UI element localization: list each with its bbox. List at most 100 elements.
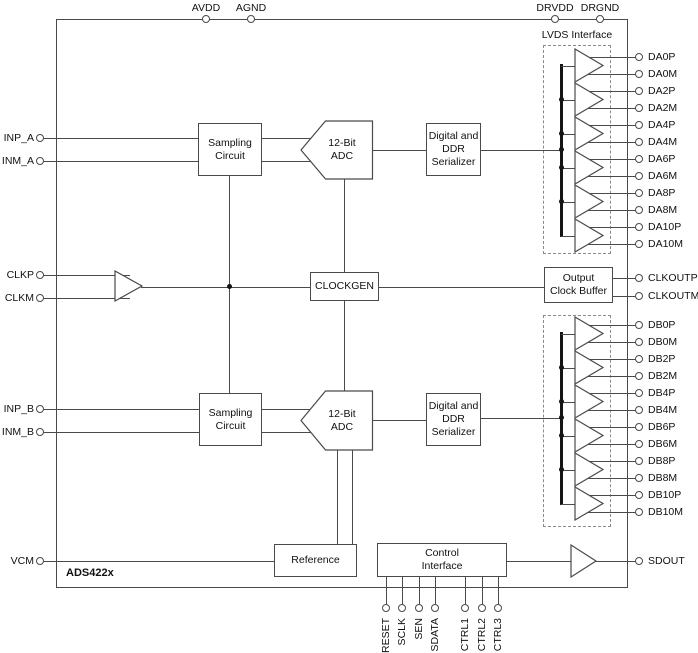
wire [578, 444, 636, 446]
lvds-buffer-icon [574, 383, 605, 420]
wire [507, 560, 575, 562]
pin-circle-drvdd [551, 15, 559, 23]
wire [578, 142, 636, 144]
pin-circle-da8p [635, 189, 643, 197]
junction-dot [558, 365, 564, 370]
pin-circle-da8m [635, 206, 643, 214]
chip-name-label: ADS422x [66, 567, 114, 579]
wire [262, 160, 332, 162]
pin-label-sdata: SDATA [429, 618, 441, 652]
wire [578, 244, 636, 246]
pin-label-inp_b: INP_B [3, 403, 34, 415]
pin-circle-db10p [635, 491, 643, 499]
pin-circle-db2m [635, 372, 643, 380]
wire [578, 393, 636, 395]
adc-b-label: 12-Bit ADC [328, 408, 356, 433]
wire [578, 176, 636, 178]
pin-circle-da10m [635, 240, 643, 248]
wire [337, 450, 339, 544]
lvds-buffer-icon [574, 183, 605, 220]
chip-outline [56, 19, 628, 588]
junction-dot [226, 284, 232, 289]
lvds-buffer-icon [574, 217, 605, 254]
pin-label-da0p: DA0P [648, 51, 676, 63]
pin-circle-da10p [635, 223, 643, 231]
pin-circle-drgnd [596, 15, 604, 23]
wire [43, 275, 130, 277]
pin-circle-inp_a [36, 134, 44, 142]
wire [43, 432, 199, 434]
pin-label-inp_a: INP_A [3, 132, 34, 144]
pin-label-da4p: DA4P [648, 119, 676, 131]
pin-label-da8m: DA8M [648, 204, 678, 216]
pin-circle-clkoutm [635, 291, 643, 300]
pin-label-sdout: SDOUT [648, 554, 685, 567]
wire [578, 210, 636, 212]
lvds-buffer-icon [574, 485, 605, 522]
wire [578, 427, 636, 429]
pin-label-db10m: DB10M [648, 506, 684, 518]
pin-label-db2m: DB2M [648, 370, 678, 382]
pin-label-db8m: DB8M [648, 472, 678, 484]
pin-circle-inp_b [36, 405, 44, 413]
pin-label-avdd: AVDD [191, 2, 221, 14]
serializer-a-block: Digital and DDR Serializer [426, 123, 481, 176]
pin-label-da6p: DA6P [648, 153, 676, 165]
wire [561, 503, 576, 505]
pin-label-da2p: DA2P [648, 85, 676, 97]
adc-b-pentagon [300, 390, 374, 451]
pin-circle-reset [382, 604, 390, 612]
wire [352, 450, 354, 544]
pin-label-da6m: DA6M [648, 170, 678, 182]
output-clock-buffer-block: Output Clock Buffer [544, 267, 613, 303]
sampling-circuit-b-block: Sampling Circuit [199, 393, 262, 446]
wire [613, 295, 636, 297]
lvds-buffer-icon [574, 315, 605, 352]
pin-circle-db4p [635, 389, 643, 397]
wire [578, 461, 636, 463]
wire [561, 333, 576, 335]
junction-dot [558, 131, 564, 136]
wire [578, 91, 636, 93]
pin-label-ctrl2: CTRL2 [475, 618, 488, 652]
wire [561, 469, 576, 471]
pin-circle-sdout [635, 556, 643, 565]
pin-label-ctrl3: CTRL3 [492, 618, 504, 652]
reference-block: Reference [274, 544, 357, 577]
pin-label-da2m: DA2M [648, 102, 678, 114]
pin-label-db4m: DB4M [648, 404, 678, 416]
pin-label-db8p: DB8P [648, 455, 676, 467]
pin-label-da4m: DA4M [648, 136, 678, 148]
wire [561, 201, 576, 203]
lvds-buffer-icon [574, 451, 605, 488]
clockgen-block: CLOCKGEN [310, 272, 379, 301]
pin-label-inm_a: INM_A [1, 154, 34, 167]
pin-circle-db6m [635, 440, 643, 448]
pin-label-da10p: DA10P [648, 221, 682, 233]
pin-label-reset: RESET [380, 618, 392, 653]
pin-circle-db0m [635, 338, 643, 346]
wire [578, 342, 636, 344]
pin-label-da8p: DA8P [648, 187, 676, 199]
pin-circle-vcm [36, 556, 44, 565]
wire [465, 577, 467, 604]
wire [43, 138, 198, 140]
junction-dot [558, 199, 564, 204]
sampling-circuit-a-block: Sampling Circuit [198, 123, 262, 176]
wire [379, 286, 544, 288]
wire [578, 108, 636, 110]
wire [578, 512, 636, 514]
lvds-buffer-icon [574, 417, 605, 454]
pin-circle-clkp [36, 271, 44, 279]
pin-circle-db10m [635, 508, 643, 516]
wire [481, 417, 561, 419]
pin-label-da10m: DA10M [648, 238, 684, 250]
adc-a-label: 12-Bit ADC [328, 137, 356, 162]
junction-dot [558, 433, 564, 438]
pin-circle-sclk [398, 604, 406, 612]
pin-label-ctrl1: CTRL1 [459, 618, 471, 652]
wire [561, 133, 576, 135]
pin-label-agnd: AGND [235, 2, 267, 14]
pin-circle-ctrl2 [477, 604, 486, 612]
